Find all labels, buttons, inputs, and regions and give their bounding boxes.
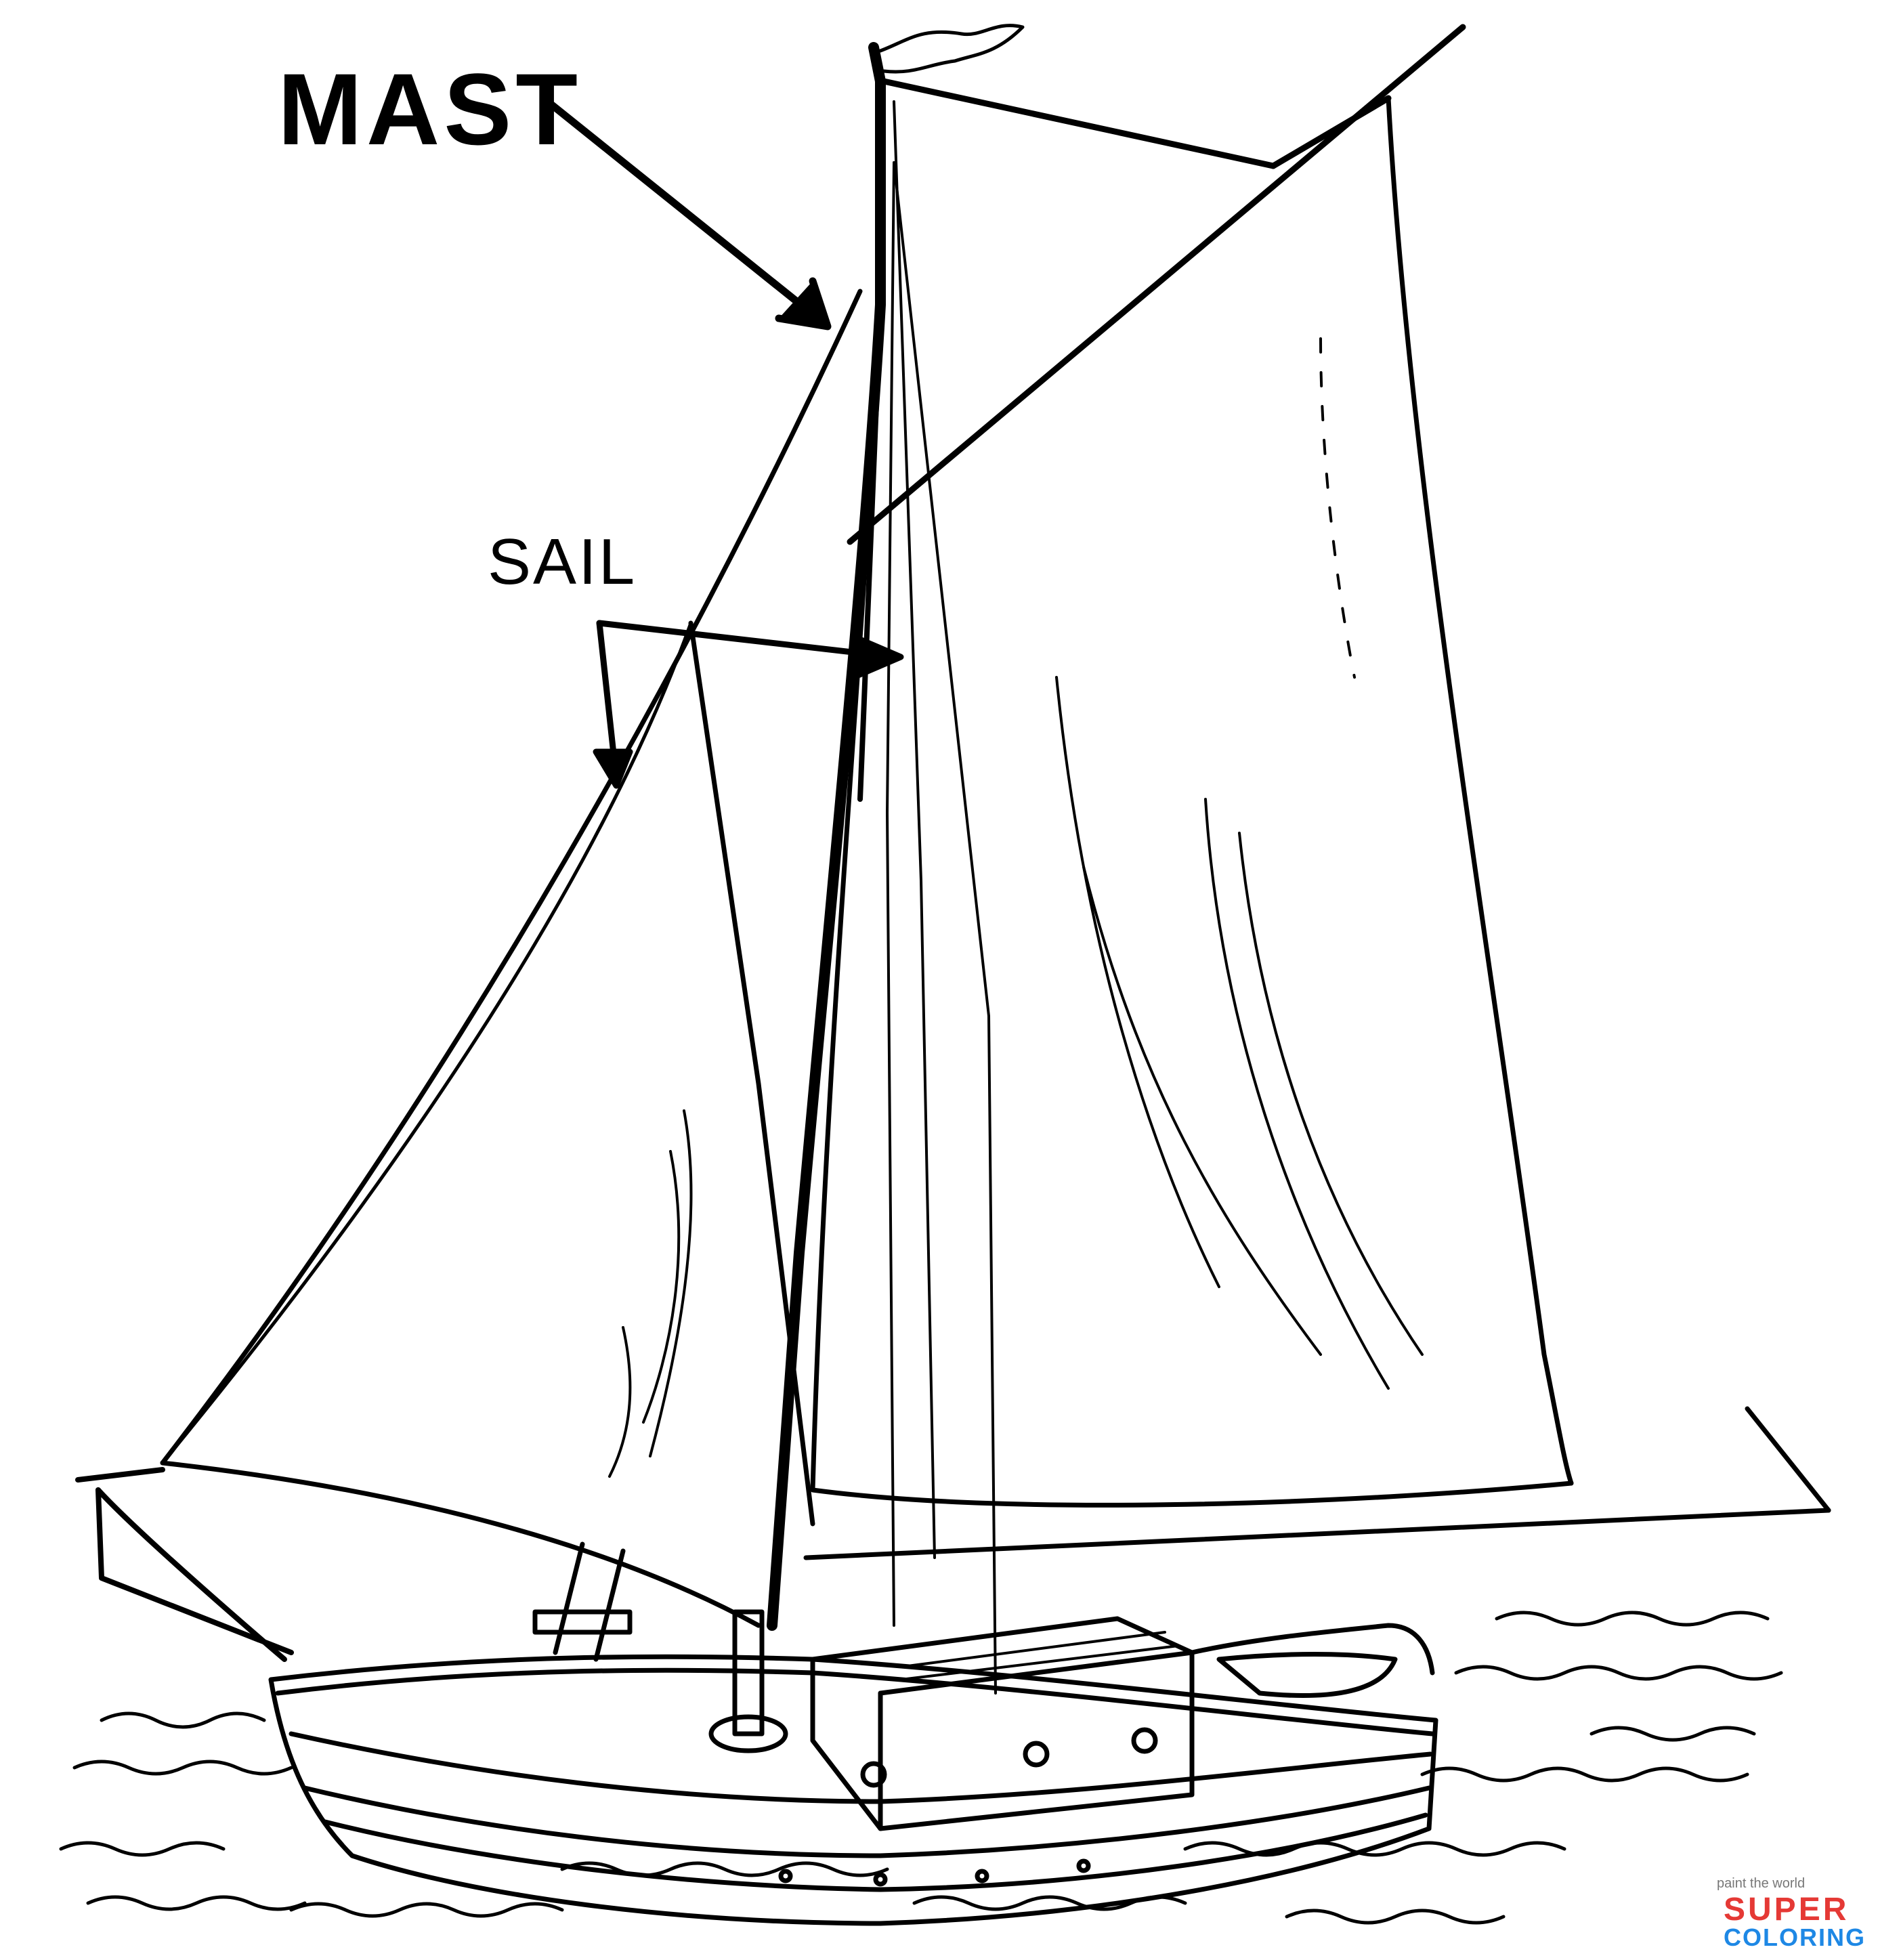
- watermark-tagline: paint the world: [1717, 1876, 1806, 1891]
- forestay: [75, 1467, 294, 1662]
- jib-sail: [160, 289, 863, 1628]
- mast: [767, 24, 1025, 1631]
- watermark-logo: paint the world SUPER COLORING: [1717, 1876, 1873, 1957]
- cabin: [810, 1616, 1435, 1831]
- main-sail: [803, 95, 1831, 1695]
- mast-label: MAST: [278, 52, 582, 166]
- lower-boom: [532, 1541, 633, 1662]
- sail-label: SAIL: [488, 526, 637, 598]
- topsail-yard: [847, 24, 1466, 545]
- water-ripples: [59, 1611, 1783, 1925]
- watermark-line1: SUPER: [1724, 1892, 1850, 1927]
- sail-arrow: [593, 620, 904, 789]
- mast-arrow: [548, 101, 832, 331]
- watermark-line2: COLORING: [1724, 1923, 1866, 1951]
- mast-step: [708, 1609, 788, 1753]
- sail-shading: [608, 337, 1424, 1478]
